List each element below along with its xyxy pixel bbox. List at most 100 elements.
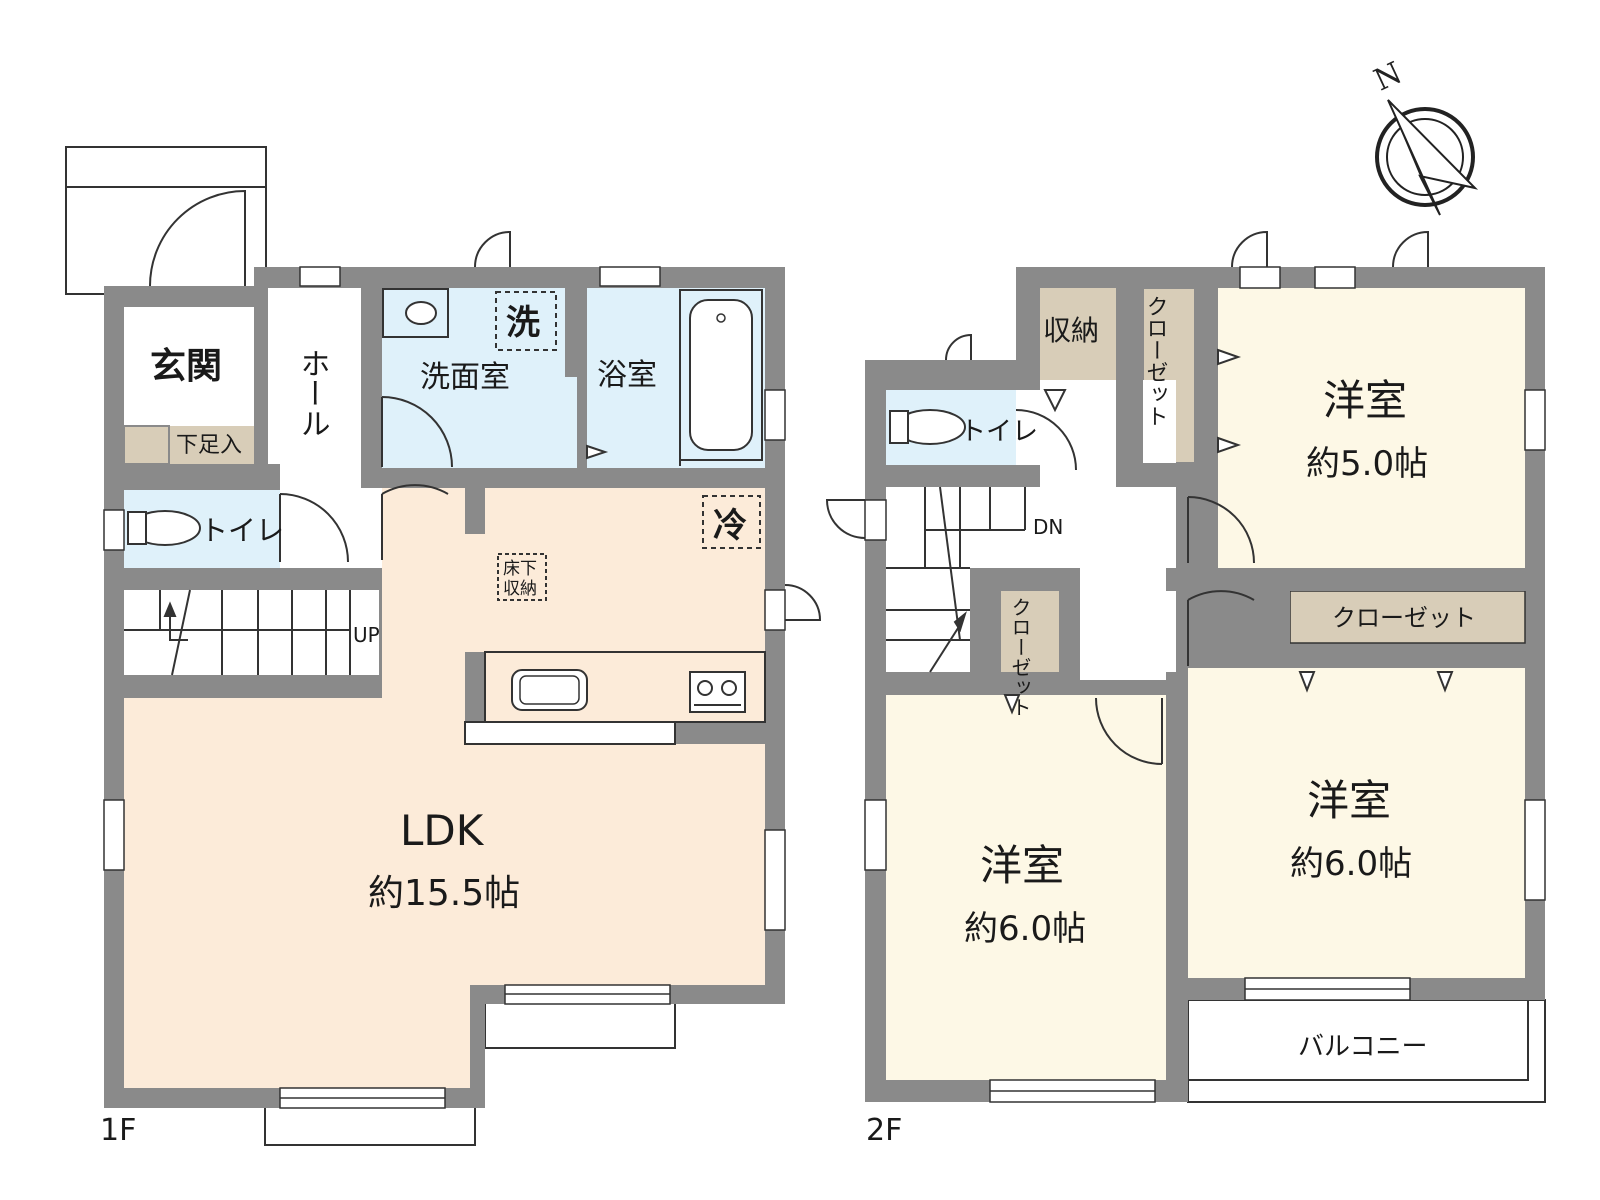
storage-room bbox=[1040, 288, 1116, 380]
toilet-door-icon bbox=[279, 493, 349, 563]
wall-entrance-toilet bbox=[104, 464, 280, 490]
closet-b-label: クローゼット bbox=[1008, 597, 1032, 717]
floor-1: 玄関 下足入 ホール 洗面室 洗 浴室 トイレ 冷 床下 収納 UP LDK 約… bbox=[65, 146, 822, 1148]
underfloor-label-line2: 収納 bbox=[503, 579, 537, 599]
kitchen-counter-edge bbox=[464, 721, 676, 745]
windows-2f bbox=[864, 266, 1546, 1103]
floor-2: 収納 クローゼット トイレ DN 洋室 約5.0帖 クローゼット クローゼット … bbox=[825, 230, 1546, 1148]
wall-entrance-hall bbox=[254, 286, 268, 486]
shoe-storage-left bbox=[123, 425, 170, 465]
floor1-label: 1F bbox=[100, 1113, 136, 1148]
wall-wash-bath bbox=[565, 267, 587, 377]
washer-mark: 洗 bbox=[506, 303, 540, 343]
washroom-door-icon bbox=[381, 396, 453, 468]
wall-toilet-stairs bbox=[104, 568, 380, 590]
closet-a-door-icon-2 bbox=[1217, 436, 1242, 454]
wall-bedroom-a-bottom bbox=[1166, 568, 1545, 591]
underfloor-storage bbox=[497, 553, 547, 601]
wall-kitchen-end bbox=[675, 722, 765, 744]
compass-outer-ring bbox=[1375, 107, 1475, 207]
ldk-room bbox=[124, 488, 765, 1088]
stairs-dn-label: DN bbox=[1033, 515, 1063, 539]
stove-burner-icon bbox=[721, 680, 737, 696]
storage-door-icon bbox=[1043, 389, 1067, 413]
stairs-up-label: UP bbox=[353, 623, 380, 647]
bedroom-a-size: 約5.0帖 bbox=[1306, 444, 1428, 484]
toilet-tank-icon-2f bbox=[889, 410, 909, 444]
balcony bbox=[1187, 999, 1546, 1103]
side-door-icon bbox=[784, 584, 822, 621]
closet-c-label: クローゼット bbox=[1332, 604, 1476, 632]
bedroom-b-label: 洋室 bbox=[980, 841, 1064, 890]
wall-storage-left bbox=[1016, 267, 1040, 390]
rear-step bbox=[484, 999, 676, 1049]
closet-b-door-icon bbox=[1003, 694, 1021, 715]
bedroom-a bbox=[1218, 288, 1525, 568]
sink-icon bbox=[511, 669, 588, 711]
doors-1f bbox=[149, 189, 822, 621]
closet-c-door-icon bbox=[1298, 671, 1316, 693]
staircase-1f bbox=[124, 589, 351, 676]
wall-closet-c-left bbox=[1266, 591, 1290, 668]
bedroom-c bbox=[1188, 668, 1525, 978]
staircase-2f bbox=[886, 486, 1026, 673]
fridge-space bbox=[702, 495, 761, 549]
bedroom-c-label: 洋室 bbox=[1307, 776, 1391, 825]
compass-needle-black bbox=[1388, 100, 1440, 215]
toilet-label-2f: トイレ bbox=[960, 417, 1038, 447]
floor2-label: 2F bbox=[866, 1113, 902, 1148]
hall-corridor bbox=[280, 488, 382, 568]
toilet-label-1f: トイレ bbox=[200, 514, 284, 547]
bedroom-a-label: 洋室 bbox=[1323, 376, 1407, 425]
wall-stairs-ldk bbox=[104, 675, 382, 698]
wall-storage-closet bbox=[1116, 267, 1143, 487]
closet-c-door-icon-2 bbox=[1436, 671, 1454, 693]
storage-label: 収納 bbox=[1043, 314, 1099, 347]
wall-closet-b-right bbox=[1060, 590, 1080, 695]
washer-space bbox=[495, 291, 557, 351]
compass-north-label: N bbox=[1369, 55, 1408, 98]
porch-step bbox=[65, 146, 267, 188]
wall-closet-bottom bbox=[1116, 463, 1218, 487]
ldk-size: 約15.5帖 bbox=[368, 873, 520, 914]
ldk-door-icon bbox=[381, 484, 449, 495]
stair-room-1f bbox=[124, 590, 379, 675]
bedroom-a-window-door-2 bbox=[1392, 230, 1429, 268]
wall-bedroom-b-c bbox=[1166, 672, 1188, 1102]
sink-basin-icon bbox=[519, 675, 580, 705]
wall-kitchen-back bbox=[465, 652, 485, 722]
ldk-label: LDK bbox=[400, 806, 485, 855]
compass: N bbox=[1369, 55, 1479, 216]
drain-icon bbox=[716, 313, 726, 323]
entrance-door-icon bbox=[149, 189, 246, 287]
bedroom-b-size: 約6.0帖 bbox=[964, 909, 1086, 949]
wall-hall-wash bbox=[361, 267, 382, 387]
bathtub-icon bbox=[689, 299, 753, 451]
entrance-label: 玄関 bbox=[150, 346, 222, 387]
hall-label: ホール bbox=[295, 348, 330, 438]
bedroom-a-window-door bbox=[1231, 230, 1268, 268]
washbasin-icon bbox=[405, 301, 437, 325]
closet-a-door-icon bbox=[1217, 348, 1242, 366]
washroom-label: 洗面室 bbox=[420, 360, 510, 395]
upper-door-icon bbox=[945, 333, 972, 361]
underfloor-label-line1: 床下 bbox=[503, 559, 537, 579]
fridge-mark: 冷 bbox=[713, 506, 747, 546]
service-door-icon bbox=[474, 230, 511, 268]
wall-stub-ldk bbox=[465, 488, 485, 534]
wall-wet-ldk bbox=[361, 468, 785, 488]
wall-stairs-bedroom-b bbox=[865, 672, 1080, 695]
windows-1f bbox=[103, 266, 786, 1109]
bedroom-c-door-icon bbox=[1187, 590, 1255, 601]
closet-a-label: クローゼット bbox=[1143, 295, 1168, 427]
wall-closet-b-top bbox=[970, 568, 1080, 590]
wall-closet-bedroom bbox=[1195, 267, 1218, 597]
bedroom-a-door-icon bbox=[1187, 496, 1255, 564]
bath-door-icon bbox=[586, 444, 609, 460]
doors-2f bbox=[825, 230, 1454, 765]
toilet-tank-icon bbox=[127, 511, 147, 545]
bedroom-b-door-icon bbox=[1095, 697, 1163, 765]
compass-inner-ring bbox=[1386, 118, 1464, 196]
entrance-porch bbox=[65, 146, 267, 295]
